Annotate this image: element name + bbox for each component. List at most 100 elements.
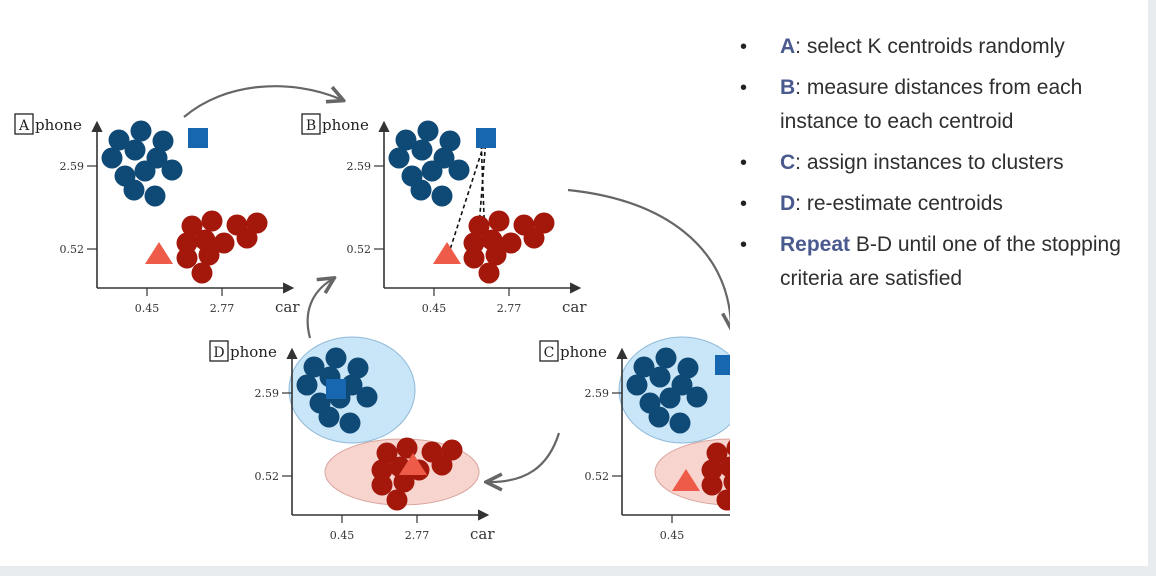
distance-line [446, 137, 487, 260]
red-data-point [701, 459, 723, 481]
x-tick-label: 0.45 [330, 529, 355, 542]
blue-data-point [134, 160, 156, 182]
blue-data-point [123, 179, 145, 201]
red-data-point [431, 454, 453, 476]
red-data-point [393, 471, 415, 493]
y-tick-label: 0.52 [585, 470, 610, 483]
panel-letter: D [213, 345, 224, 361]
y-tick-label: 0.52 [347, 243, 372, 256]
blue-data-point [108, 129, 130, 151]
panel-letter-box [14, 113, 34, 135]
panel-letter-box [539, 340, 559, 362]
blue-data-point [421, 160, 443, 182]
step-list: • A: select K centroids randomly •B: meas… [734, 30, 1144, 303]
panel-letter: C [544, 345, 555, 361]
blue-data-point [655, 347, 677, 369]
y-tick-label: 2.59 [60, 160, 85, 173]
bullet-glyph: • [740, 152, 748, 174]
red-data-point [485, 244, 507, 266]
red-centroid-triangle [433, 242, 461, 264]
y-tick-label: 0.52 [60, 243, 85, 256]
x-tick-label: 0.45 [422, 302, 447, 315]
blue-data-point [431, 185, 453, 207]
x-axis-label: car [470, 525, 495, 543]
blue-data-point [356, 386, 378, 408]
cycle-arrow [490, 432, 561, 482]
blue-data-point [161, 159, 183, 181]
y-axis-label: phone [560, 343, 607, 361]
bullet-key: C [780, 151, 796, 174]
red-data-point [198, 244, 220, 266]
y-axis-label: phone [322, 116, 369, 134]
red-centroid-triangle [399, 453, 427, 475]
red-data-point [716, 489, 730, 511]
y-tick-label: 0.52 [255, 470, 280, 483]
cycle-arrow [567, 188, 730, 325]
cycle-arrow [306, 280, 331, 339]
x-tick-label: 2.77 [405, 529, 430, 542]
blue-data-point [410, 179, 432, 201]
red-data-point [246, 212, 268, 234]
blue-data-point [339, 412, 361, 434]
red-data-point [706, 442, 728, 464]
blue-data-point [677, 357, 699, 379]
bullet-b: •B: measure distances from each instance… [734, 71, 1144, 139]
red-data-point [213, 232, 235, 254]
blue-data-point [659, 387, 681, 409]
red-data-point [701, 474, 723, 496]
blue-data-point [303, 356, 325, 378]
red-data-point [371, 474, 393, 496]
blue-data-point [417, 120, 439, 142]
blue-data-point [669, 412, 691, 434]
red-data-point [191, 262, 213, 284]
bullet-text: : re-estimate centroids [795, 192, 1003, 215]
blue-data-point [439, 130, 461, 152]
blue-data-point [648, 406, 670, 428]
red-data-point [371, 459, 393, 481]
blue-centroid-square [326, 379, 346, 399]
bullet-c: •C: assign instances to clusters [734, 146, 1144, 180]
blue-data-point [144, 185, 166, 207]
panel-c: 2.590.520.452.77Cphonecar [539, 336, 730, 542]
x-tick-label: 0.45 [660, 529, 685, 542]
red-data-point [726, 440, 730, 456]
blue-data-point [395, 129, 417, 151]
bullet-a: • A: select K centroids randomly [734, 30, 1144, 64]
x-tick-label: 2.77 [497, 302, 522, 315]
blue-data-point [130, 120, 152, 142]
y-axis-label: phone [35, 116, 82, 134]
cycle-arrow [183, 85, 340, 118]
blue-data-point [124, 139, 146, 161]
blue-centroid-square [715, 355, 730, 375]
blue-data-point [633, 356, 655, 378]
blue-centroid-square [188, 128, 208, 148]
red-data-point [386, 489, 408, 511]
blue-data-point [448, 159, 470, 181]
bullet-text: B-D until one of the stopping criteria a… [780, 233, 1121, 290]
red-data-point [441, 439, 463, 461]
x-axis-label: car [275, 298, 300, 316]
red-data-point [176, 232, 198, 254]
bullet-key: A [780, 35, 796, 58]
red-data-point [463, 232, 485, 254]
blue-data-point [318, 406, 340, 428]
blue-data-point [686, 386, 708, 408]
y-tick-label: 2.59 [347, 160, 372, 173]
x-tick-label: 0.45 [135, 302, 160, 315]
red-data-point [719, 456, 730, 478]
red-data-point [236, 227, 258, 249]
bullet-text: : select K centroids randomly [795, 35, 1065, 58]
bullet-glyph: • [740, 234, 748, 256]
distance-line [476, 137, 487, 253]
bullet-key: B [780, 76, 796, 99]
blue-data-point [347, 357, 369, 379]
panel-letter-box [301, 113, 321, 135]
bullet-glyph: • [740, 36, 748, 58]
red-data-point [463, 247, 485, 269]
bullet-key: D [780, 192, 796, 215]
red-data-point [201, 210, 223, 232]
red-data-point [533, 212, 555, 234]
